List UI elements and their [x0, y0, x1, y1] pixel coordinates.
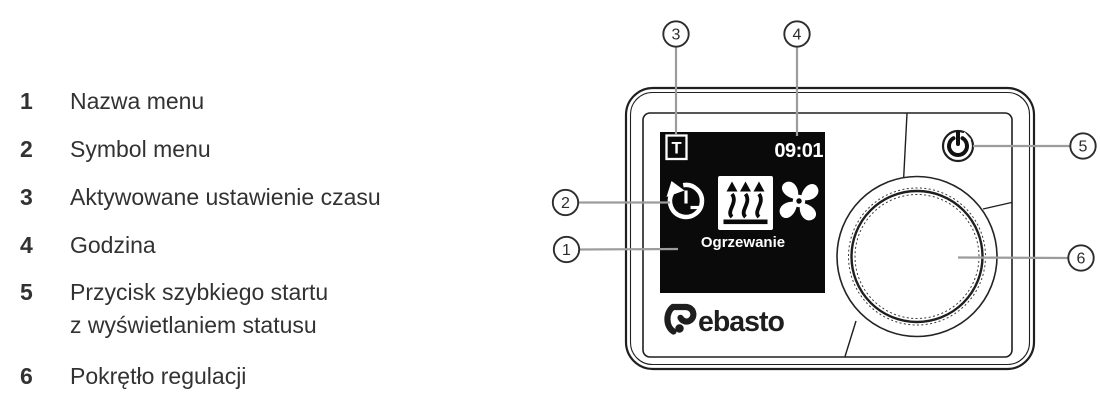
legend-item-2: 2 Symbol menu	[0, 133, 211, 166]
legend-number: 3	[20, 184, 33, 210]
faceplate-seam-right	[982, 201, 1012, 210]
legend-label: Symbol menu	[70, 136, 211, 162]
menu-name: Ogrzewanie	[701, 234, 785, 251]
callout-2: 2	[551, 188, 580, 217]
legend-number: 6	[20, 363, 33, 389]
legend-label: Pokrętło regulacji	[70, 363, 247, 389]
time-setting-flag: T	[665, 134, 688, 161]
legend-label: Aktywowane ustawienie czasu	[70, 184, 381, 210]
legend-label: Przycisk szybkiego startu z wyświetlanie…	[70, 279, 329, 338]
rotary-knob[interactable]	[836, 175, 998, 338]
legend-number: 1	[20, 88, 33, 114]
device-body-highlight-line	[629, 91, 1031, 366]
callout-5: 5	[1069, 132, 1097, 160]
time-setting-flag-letter: T	[671, 140, 681, 158]
display-screen: T 09:01	[660, 132, 825, 293]
webasto-w-mark	[664, 303, 697, 335]
callout-6: 6	[1067, 244, 1095, 272]
power-icon	[947, 130, 972, 157]
callout-lines	[578, 47, 1070, 260]
faceplate-seam-bottom	[844, 320, 857, 357]
callout-3-number: 3	[672, 27, 681, 44]
legend-item-4: 4 Godzina	[0, 229, 156, 262]
faceplate-seam-top	[902, 113, 908, 182]
webasto-logo: ebasto	[664, 303, 785, 338]
webasto-wordmark: ebasto	[698, 306, 784, 338]
legend-item-1: 1 Nazwa menu	[0, 85, 204, 118]
heat-arrow	[726, 181, 738, 219]
callout-2-number: 2	[561, 195, 570, 212]
callout-line-1	[578, 247, 679, 251]
callout-4-number: 4	[793, 27, 802, 44]
legend-number: 2	[20, 136, 33, 162]
heating-icon-selected	[718, 176, 773, 230]
callout-3: 3	[662, 20, 690, 48]
legend-item-6: 6 Pokrętło regulacji	[0, 360, 246, 393]
callout-6-number: 6	[1077, 251, 1086, 268]
legend-label: Nazwa menu	[70, 88, 205, 114]
callout-5-number: 5	[1079, 139, 1088, 156]
legend-item-3: 3 Aktywowane ustawienie czasu	[0, 181, 381, 214]
quick-start-button[interactable]	[941, 129, 975, 163]
legend-label: Godzina	[70, 232, 156, 258]
clock-time: 09:01	[774, 140, 823, 162]
legend-number: 4	[20, 232, 33, 258]
callout-4: 4	[783, 20, 811, 48]
heat-arrow	[740, 181, 751, 219]
legend-item-5: 5 Przycisk szybkiego startu z wyświetlan…	[0, 276, 328, 342]
legend-number: 5	[20, 279, 33, 305]
fan-icon	[779, 181, 819, 221]
heat-arrow	[753, 181, 765, 219]
callout-markers: 1 2 3 4 5 6	[551, 20, 1097, 272]
callout-1: 1	[552, 235, 581, 264]
callout-line-6	[957, 256, 1069, 260]
timer-icon	[666, 181, 705, 220]
callout-1-number: 1	[562, 242, 571, 259]
